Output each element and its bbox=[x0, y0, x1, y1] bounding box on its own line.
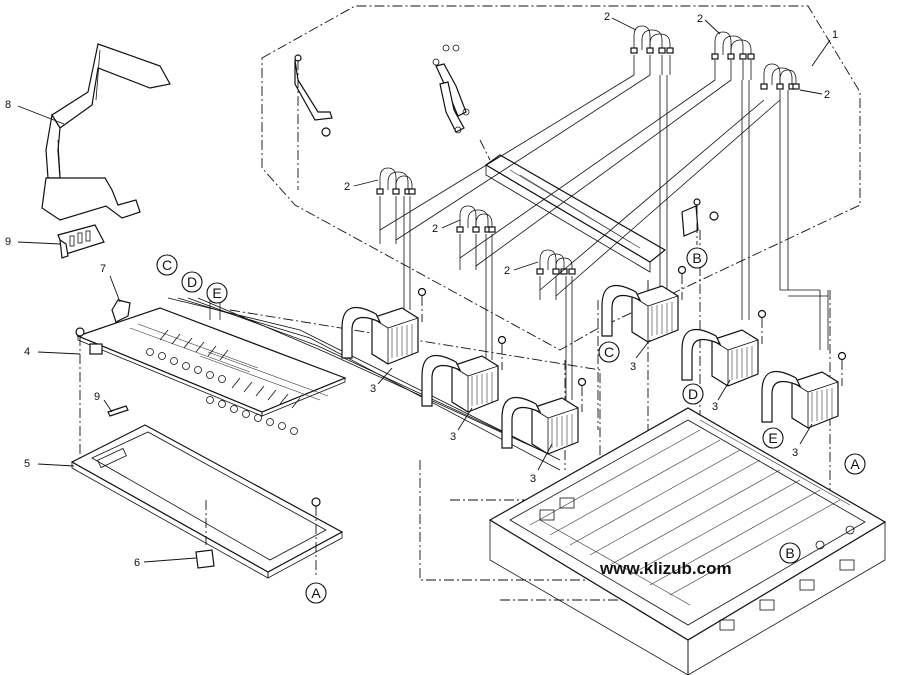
callout-3: 3 bbox=[450, 431, 456, 443]
flat-cable-8 bbox=[41, 43, 171, 221]
ribbon-wires bbox=[167, 296, 561, 471]
svg-text:D: D bbox=[187, 274, 197, 290]
ref-e-head: E bbox=[762, 427, 784, 449]
svg-text:C: C bbox=[162, 257, 172, 273]
svg-text:A: A bbox=[311, 585, 321, 601]
ref-d-head: D bbox=[682, 383, 704, 405]
rail-bar bbox=[294, 54, 667, 273]
screw bbox=[311, 497, 321, 578]
svg-text:C: C bbox=[604, 344, 614, 360]
print-head-3 bbox=[501, 377, 587, 455]
ref-c-board: C bbox=[156, 254, 178, 276]
callout-3: 3 bbox=[530, 473, 536, 485]
tube-set-2 bbox=[536, 249, 576, 400]
tube-runs bbox=[379, 74, 781, 297]
ref-a-frame: A bbox=[844, 453, 866, 475]
callout-3: 3 bbox=[630, 361, 636, 373]
ref-b-top: B bbox=[686, 247, 708, 269]
callout-3: 3 bbox=[712, 401, 718, 413]
svg-text:E: E bbox=[768, 430, 777, 446]
callout-6: 6 bbox=[134, 557, 140, 569]
cable-9 bbox=[107, 405, 129, 417]
print-head-3 bbox=[681, 309, 767, 387]
callout-9: 9 bbox=[94, 391, 100, 403]
screw bbox=[75, 327, 85, 460]
print-head-3 bbox=[341, 287, 427, 365]
callout-1: 1 bbox=[832, 29, 838, 41]
ref-a-plate: A bbox=[305, 582, 327, 604]
print-head-3 bbox=[761, 351, 847, 429]
hoses bbox=[432, 44, 491, 161]
svg-text:A: A bbox=[850, 456, 860, 472]
watermark-text: www.klizub.com bbox=[599, 559, 732, 578]
callout-5: 5 bbox=[24, 458, 30, 470]
ref-c-head: C bbox=[598, 341, 620, 363]
callout-2: 2 bbox=[344, 181, 350, 193]
callout-2: 2 bbox=[504, 265, 510, 277]
print-head-3 bbox=[421, 335, 507, 413]
callout-2: 2 bbox=[697, 13, 703, 25]
callout-9: 9 bbox=[5, 236, 11, 248]
ref-b-frame: B bbox=[779, 542, 801, 564]
bracket-6 bbox=[195, 549, 215, 569]
ref-d-board: D bbox=[181, 271, 203, 293]
callout-3: 3 bbox=[370, 383, 376, 395]
svg-text:B: B bbox=[692, 250, 701, 266]
tube-set-2 bbox=[456, 205, 496, 360]
callout-2: 2 bbox=[824, 89, 830, 101]
main-frame bbox=[488, 407, 887, 675]
callout-4: 4 bbox=[24, 346, 30, 358]
reference-marks: C D E B C D E A B A bbox=[156, 247, 866, 604]
bottom-plate-5 bbox=[70, 424, 344, 579]
tube-set-2 bbox=[711, 31, 755, 320]
assembly-1-outline bbox=[261, 5, 861, 351]
callout-labels: 1 2 2 2 2 2 2 3 3 3 3 3 3 4 5 6 7 8 9 9 bbox=[5, 11, 838, 569]
ref-e-board: E bbox=[206, 282, 228, 304]
svg-text:D: D bbox=[688, 386, 698, 402]
print-heads bbox=[341, 265, 847, 455]
svg-text:E: E bbox=[212, 285, 221, 301]
svg-text:B: B bbox=[785, 545, 794, 561]
circuit-board-4 bbox=[76, 307, 347, 435]
tube-set-2 bbox=[630, 25, 674, 300]
callout-3: 3 bbox=[792, 447, 798, 459]
callout-2: 2 bbox=[432, 223, 438, 235]
tube-set-2 bbox=[760, 63, 829, 350]
print-head-3 bbox=[601, 265, 687, 343]
callout-7: 7 bbox=[100, 263, 106, 275]
tube-set-2 bbox=[376, 167, 416, 310]
leader-lines bbox=[17, 17, 831, 563]
callout-8: 8 bbox=[5, 99, 11, 111]
bracket-b bbox=[681, 198, 719, 245]
connector-9 bbox=[57, 224, 105, 259]
callout-2: 2 bbox=[604, 11, 610, 23]
